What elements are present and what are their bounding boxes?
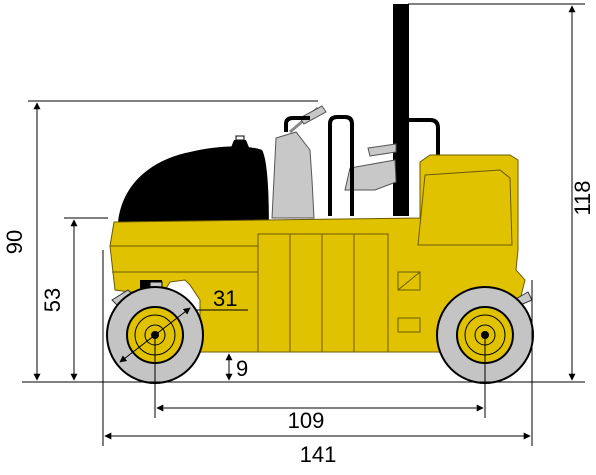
machine: [106, 4, 534, 384]
hood-cap: [230, 140, 250, 150]
label-tire-size: 31: [213, 286, 237, 311]
label-body-height: 53: [40, 288, 65, 312]
rops-frame-left: [328, 115, 354, 216]
label-hood-height: 90: [2, 230, 27, 254]
rops-frame-right: [398, 118, 440, 216]
seat-column: [271, 131, 315, 219]
engine-hood: [118, 146, 269, 222]
exhaust-pipe: [393, 4, 409, 216]
label-wheelbase: 109: [288, 408, 325, 433]
cab-window: [417, 169, 513, 246]
label-overall-length: 141: [300, 442, 337, 467]
ballast-panels: [257, 233, 389, 353]
label-ground-clearance: 9: [236, 356, 248, 381]
operator-seat: [344, 159, 397, 191]
dimension-lines: [22, 3, 585, 446]
label-overall-height: 118: [570, 180, 595, 215]
